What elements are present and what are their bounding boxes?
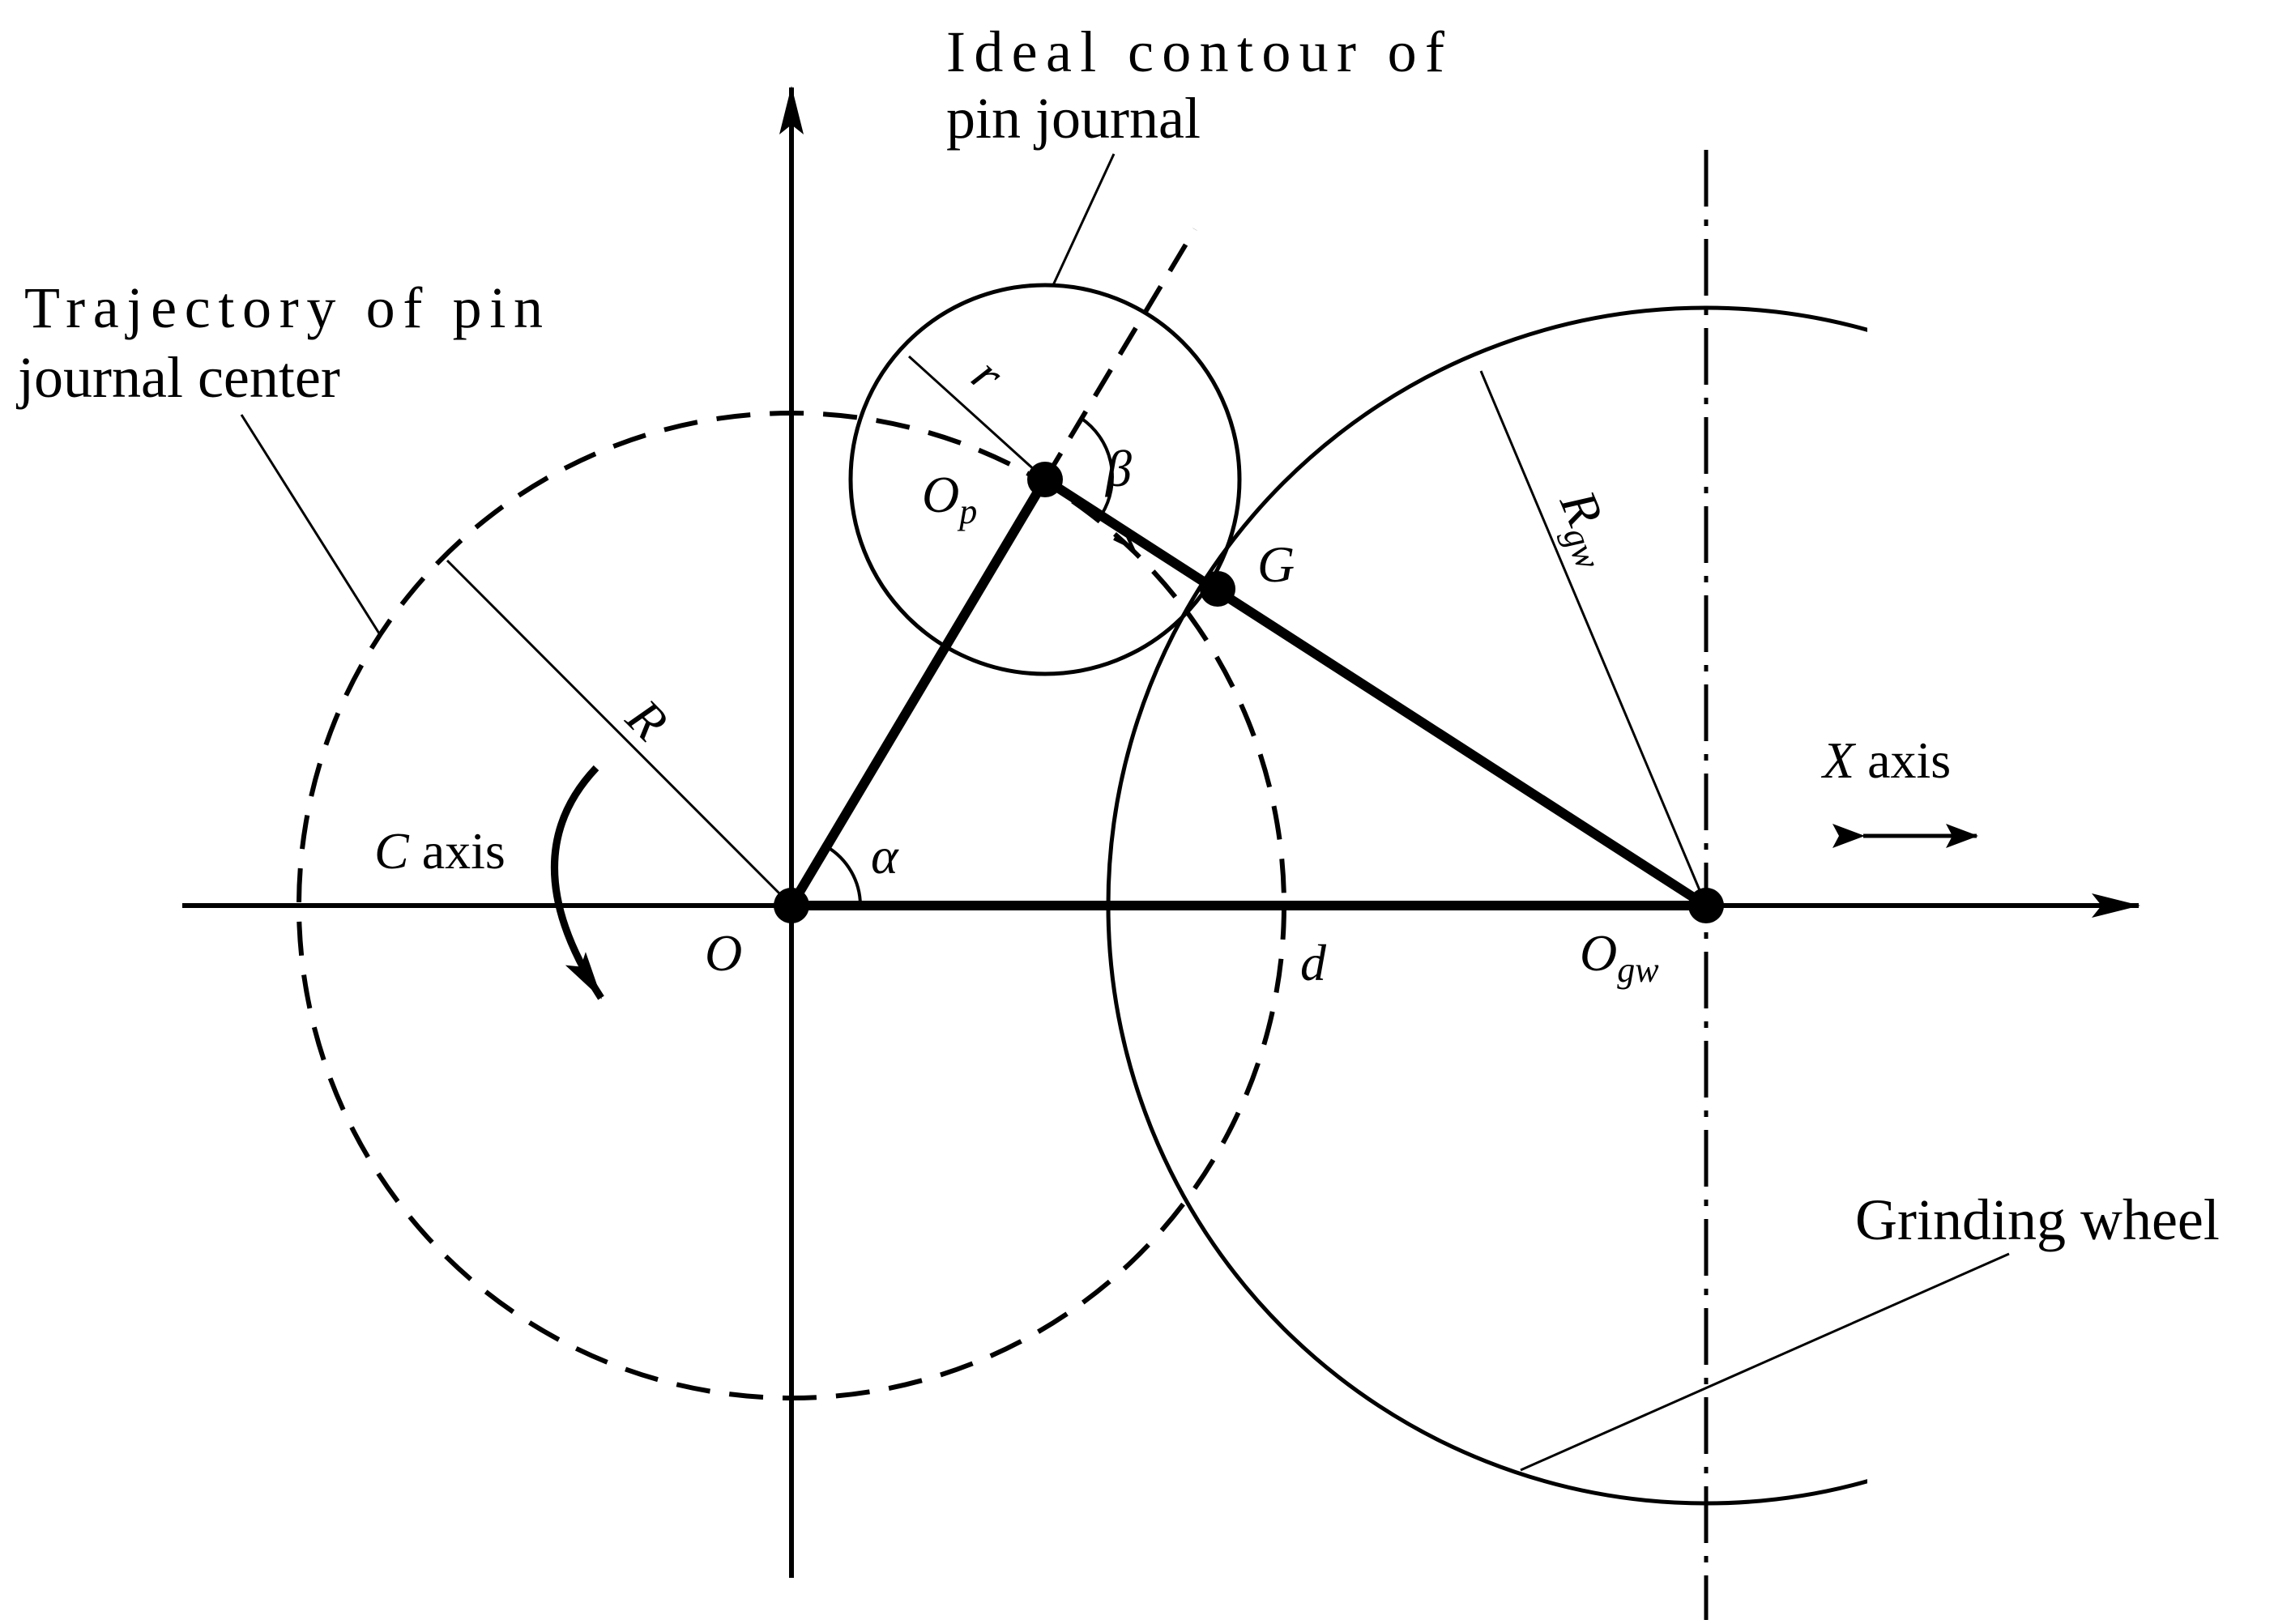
grinding-wheel-leader — [1520, 1252, 2010, 1472]
alpha-angle-arc — [825, 845, 862, 906]
c-axis-word: axis — [409, 822, 506, 880]
trajectory-label-line1: Trajectory of pin — [24, 275, 543, 340]
c-axis-label: C axis — [374, 822, 506, 880]
beta-angle-arc — [1079, 416, 1114, 516]
label-O: O — [705, 924, 742, 982]
label-Ogw: Ogw — [1580, 924, 1659, 990]
trajectory-leader — [240, 414, 381, 634]
label-Op-main: O — [922, 466, 959, 523]
pin-journal-circle — [848, 283, 1242, 676]
c-axis-symbol: C — [374, 822, 410, 880]
point-G — [1200, 571, 1235, 607]
radius-Rgw-line — [1479, 370, 1708, 906]
label-G: G — [1257, 535, 1295, 593]
label-Ogw-main: O — [1580, 924, 1617, 982]
x-axis-symbol: X — [1820, 731, 1857, 789]
trajectory-label-line2: journal center — [15, 345, 340, 410]
x-axis-word: axis — [1854, 731, 1951, 789]
ideal-contour-label-line1: Ideal contour of — [946, 19, 1444, 84]
label-alpha: α — [871, 827, 899, 884]
label-beta: β — [1104, 440, 1132, 497]
point-Ogw — [1688, 888, 1724, 923]
line-Op-Ogw — [1042, 475, 1709, 910]
label-Ogw-sub: gw — [1617, 950, 1659, 990]
direction-tick — [1113, 529, 1137, 552]
label-R: R — [615, 688, 679, 752]
label-Rgw: Rgw — [1542, 482, 1631, 576]
label-r: r — [962, 347, 1016, 403]
radius-r-line — [907, 355, 1047, 481]
beta-reference-line — [1043, 228, 1197, 481]
label-Op-sub: p — [957, 492, 977, 531]
point-O — [774, 888, 809, 923]
point-Op — [1027, 462, 1063, 497]
radius-R-line — [446, 559, 793, 907]
c-axis-rotation-arrow — [550, 765, 604, 1000]
label-Op: Op — [922, 466, 977, 531]
line-O-Op — [787, 476, 1050, 909]
grinding-wheel-label: Grinding wheel — [1855, 1187, 2220, 1252]
ideal-contour-label-line2: pin journal — [946, 86, 1201, 151]
ideal-contour-leader — [1052, 153, 1116, 286]
label-d: d — [1300, 934, 1327, 991]
x-axis-label: X axis — [1820, 731, 1951, 789]
